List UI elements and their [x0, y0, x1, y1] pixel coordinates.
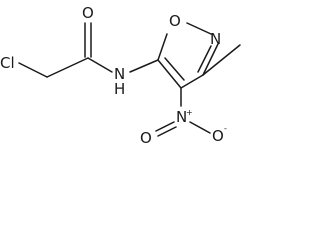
bond-ch2-carbonyl	[46, 57, 89, 78]
bond-o1-n2	[186, 22, 212, 35]
atom-ring-nitrogen: N	[210, 30, 221, 48]
atom-nitro-oxygen-double: O	[140, 129, 152, 147]
atom-amide-nitrogen: N	[114, 65, 125, 83]
bond-nitro-o-double-2	[157, 126, 177, 137]
bond-c4-c5-inner	[164, 57, 185, 81]
bond-carbonyl-nh	[87, 57, 113, 73]
bond-c3-methyl	[202, 44, 241, 76]
bond-c3-c4	[180, 74, 204, 89]
bond-n2-c3	[202, 43, 219, 76]
bond-nh-ring	[129, 59, 159, 73]
nitro-oxygen-charge: -	[224, 124, 227, 133]
bonds	[18, 22, 241, 137]
bond-cl-ch2	[18, 62, 48, 78]
bond-nitro-o-single	[189, 121, 211, 134]
atom-nitro-nitrogen: N	[176, 108, 187, 126]
atom-nitro-oxygen-single: O	[212, 127, 224, 145]
atom-labels: Cl O N H O N N + O O -	[0, 4, 227, 147]
bond-c5-o1	[157, 33, 168, 61]
atom-chlorine: Cl	[0, 54, 15, 72]
bond-nitro-o-double-1	[155, 121, 175, 132]
nitro-nitrogen-charge: +	[186, 108, 193, 117]
atom-ring-oxygen: O	[169, 12, 181, 30]
chemical-structure-diagram: Cl O N H O N N + O O -	[0, 4, 241, 147]
bond-c4-c5	[157, 59, 182, 89]
atom-amide-hydrogen: H	[114, 80, 125, 98]
bond-n2-c3-inner	[197, 45, 212, 73]
atom-carbonyl-oxygen: O	[82, 4, 94, 22]
